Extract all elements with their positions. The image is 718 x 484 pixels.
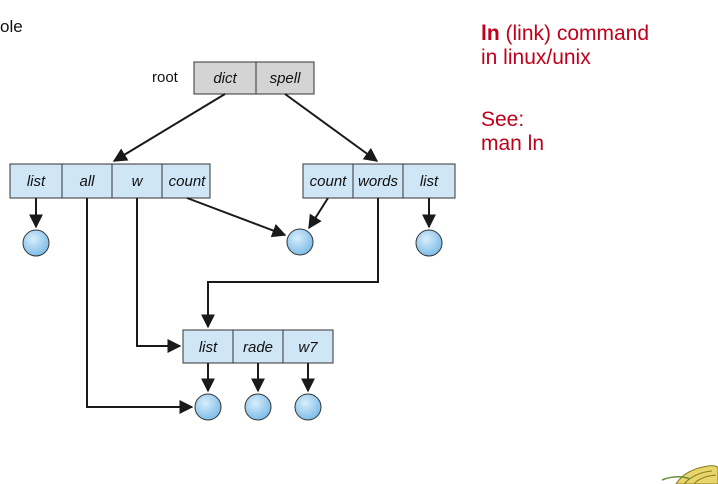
- edge-dict-count-to-file: [186, 197, 287, 238]
- dict-entry-count: count: [169, 173, 207, 190]
- edge-w-to-shared-node: [136, 198, 182, 353]
- see-value: man ln: [481, 132, 545, 155]
- side-panel-title-rest: (link) command: [499, 22, 650, 45]
- dict-entry-list: list: [27, 173, 46, 190]
- root-label: root: [152, 69, 179, 86]
- edge-words-to-shared-node: [201, 198, 379, 329]
- root-cell-spell: [255, 61, 315, 95]
- edge-spell-to-spell-node: [284, 93, 379, 162]
- command-name: ln: [481, 22, 500, 45]
- dict-cell-w: [111, 163, 163, 199]
- spell-cell-words: [352, 163, 404, 199]
- shared-cell-list: [182, 329, 234, 364]
- root-cell-dict: [193, 61, 257, 95]
- shared-entry-list: list: [199, 339, 218, 356]
- spell-entry-list: list: [420, 173, 439, 190]
- cropped-slide-text: ole: [0, 17, 23, 36]
- root-directory-node: dict spell: [193, 61, 315, 95]
- edge-spell-count-to-file: [308, 197, 329, 230]
- file-leaf-shared-list: [194, 393, 222, 421]
- dict-directory-node: list all w count: [9, 163, 211, 199]
- file-leaf-rade: [244, 393, 272, 421]
- spell-cell-count: [302, 163, 354, 199]
- dict-entry-w: w: [132, 173, 144, 190]
- shared-entry-rade: rade: [243, 339, 273, 356]
- file-leaf-w7: [294, 393, 322, 421]
- dinosaur-logo-icon: [661, 465, 718, 484]
- side-panel-title: ln (link) command: [481, 22, 716, 46]
- root-entry-spell: spell: [270, 70, 302, 87]
- shared-directory-node: list rade w7: [182, 329, 334, 364]
- side-panel-title-line2: in linux/unix: [481, 46, 591, 69]
- file-leaf-count-shared: [286, 228, 314, 256]
- see-label: See:: [481, 108, 525, 131]
- dict-cell-list: [9, 163, 63, 199]
- file-leaf-spell-list: [415, 229, 443, 257]
- dict-entry-all: all: [79, 173, 95, 190]
- root-entry-dict: dict: [213, 70, 237, 87]
- spell-directory-node: count words list: [302, 163, 456, 199]
- dict-cell-count: [161, 163, 211, 199]
- edge-all-to-shared-file: [86, 198, 194, 414]
- spell-entry-words: words: [358, 173, 399, 190]
- shared-entry-w7: w7: [298, 339, 318, 356]
- edge-dict-to-dict-node: [112, 93, 226, 162]
- spell-entry-count: count: [310, 173, 348, 190]
- shared-cell-rade: [232, 329, 284, 364]
- side-panel: ln (link) command in linux/unix See: man…: [481, 22, 716, 156]
- file-leaf-dict-list: [22, 229, 50, 257]
